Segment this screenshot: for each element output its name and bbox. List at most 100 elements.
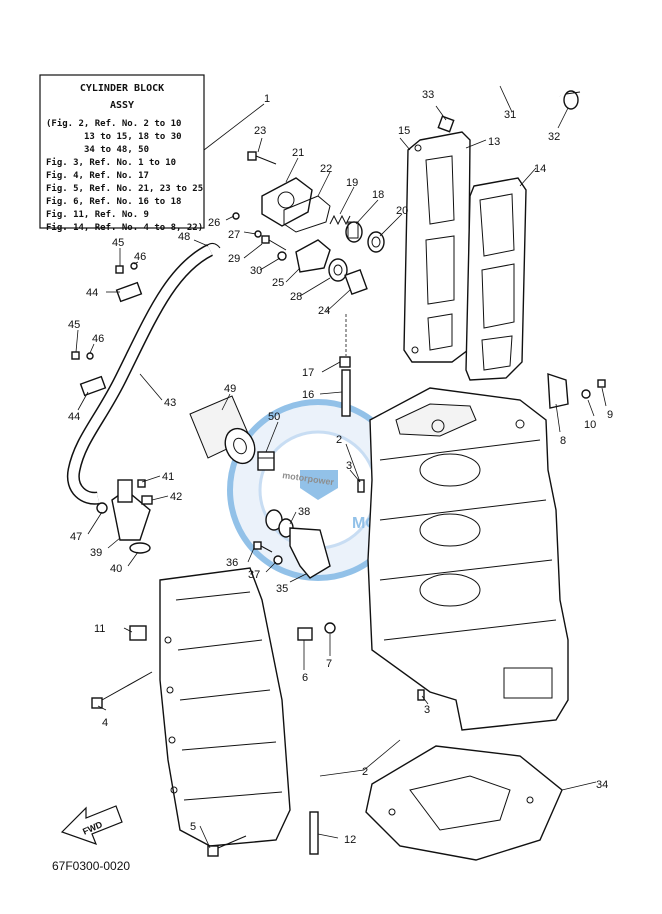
callout-9[interactable]: 9 xyxy=(607,409,613,421)
oil-filter-49[interactable] xyxy=(189,395,260,468)
tube-16[interactable] xyxy=(341,369,351,417)
callout-5[interactable]: 5 xyxy=(190,821,196,833)
bolt-45-lower[interactable] xyxy=(71,351,80,360)
screws-26-27[interactable] xyxy=(232,212,262,238)
callout-32[interactable]: 32 xyxy=(548,131,560,143)
clip-47[interactable] xyxy=(96,502,108,514)
nut-42[interactable] xyxy=(141,495,153,505)
callout-49[interactable]: 49 xyxy=(224,383,236,395)
callout-31[interactable]: 31 xyxy=(504,109,516,121)
callout-48[interactable]: 48 xyxy=(178,231,190,243)
callout-33[interactable]: 33 xyxy=(422,89,434,101)
bolt-45-upper[interactable] xyxy=(115,265,124,274)
callout-44[interactable]: 44 xyxy=(68,411,80,423)
washer-7[interactable] xyxy=(324,622,336,634)
callout-22[interactable]: 22 xyxy=(320,163,332,175)
thermostat-18[interactable] xyxy=(345,221,363,243)
callout-2[interactable]: 2 xyxy=(362,766,368,778)
bracket-35[interactable] xyxy=(289,527,331,579)
callout-28[interactable]: 28 xyxy=(290,291,302,303)
callout-12[interactable]: 12 xyxy=(344,834,356,846)
hose-31[interactable] xyxy=(447,60,563,116)
callout-17[interactable]: 17 xyxy=(302,367,314,379)
washer-10[interactable] xyxy=(581,389,591,399)
callout-47[interactable]: 47 xyxy=(70,531,82,543)
callout-3[interactable]: 3 xyxy=(346,460,352,472)
seal-20[interactable] xyxy=(367,231,385,253)
callout-34[interactable]: 34 xyxy=(596,779,608,791)
callout-43[interactable]: 43 xyxy=(164,397,176,409)
dowel-pin-3-lower[interactable] xyxy=(417,689,425,701)
callout-4[interactable]: 4 xyxy=(102,717,108,729)
seal-38[interactable] xyxy=(265,509,294,538)
callout-15[interactable]: 15 xyxy=(398,125,410,137)
clamp-32[interactable] xyxy=(563,90,581,110)
washer-46-upper[interactable] xyxy=(130,262,138,270)
callout-35[interactable]: 35 xyxy=(276,583,288,595)
gasket-40[interactable] xyxy=(129,542,151,554)
callout-6[interactable]: 6 xyxy=(302,672,308,684)
callout-40[interactable]: 40 xyxy=(110,563,122,575)
crankcase-2[interactable] xyxy=(159,567,291,847)
oil-pipe-39[interactable] xyxy=(111,479,151,541)
callout-11[interactable]: 11 xyxy=(94,623,105,635)
callout-1[interactable]: 1 xyxy=(264,93,270,105)
bolt-5[interactable] xyxy=(207,835,247,857)
exhaust-cover-13[interactable] xyxy=(403,131,471,363)
callout-20[interactable]: 20 xyxy=(396,205,408,217)
callout-3[interactable]: 3 xyxy=(424,704,430,716)
callout-7[interactable]: 7 xyxy=(326,658,332,670)
callout-50[interactable]: 50 xyxy=(268,411,280,423)
callout-24[interactable]: 24 xyxy=(318,305,330,317)
housing-25[interactable] xyxy=(295,239,331,273)
callout-8[interactable]: 8 xyxy=(560,435,566,447)
callout-29[interactable]: 29 xyxy=(228,253,240,265)
callout-45[interactable]: 45 xyxy=(112,237,124,249)
hose-43[interactable] xyxy=(66,244,214,505)
bolt-4[interactable] xyxy=(91,671,153,709)
thermostat-cover-21[interactable] xyxy=(261,177,313,227)
cylinder-block-1[interactable] xyxy=(367,387,569,731)
callout-27[interactable]: 27 xyxy=(228,229,240,241)
bolt-23[interactable] xyxy=(247,151,277,165)
callout-36[interactable]: 36 xyxy=(226,557,238,569)
washer-46-lower[interactable] xyxy=(86,352,94,360)
bolt-41[interactable] xyxy=(137,479,146,488)
callout-37[interactable]: 37 xyxy=(248,569,260,581)
stud-12[interactable] xyxy=(309,811,319,855)
callout-16[interactable]: 16 xyxy=(302,389,314,401)
callout-26[interactable]: 26 xyxy=(208,217,220,229)
bolt-29[interactable] xyxy=(261,235,287,251)
clip-48[interactable] xyxy=(205,242,221,249)
dowel-pin-3-upper[interactable] xyxy=(357,479,365,493)
callout-10[interactable]: 10 xyxy=(584,419,596,431)
union-50[interactable] xyxy=(257,451,275,471)
callout-19[interactable]: 19 xyxy=(346,177,358,189)
seal-28[interactable] xyxy=(328,258,348,282)
bolt-36[interactable] xyxy=(253,541,273,553)
clamp-44-lower[interactable] xyxy=(79,375,107,397)
nipple-17[interactable] xyxy=(339,356,351,368)
fitting-33[interactable] xyxy=(437,115,455,133)
callout-14[interactable]: 14 xyxy=(534,163,546,175)
spring-19[interactable] xyxy=(329,214,351,226)
callout-45[interactable]: 45 xyxy=(68,319,80,331)
bracket-8[interactable] xyxy=(547,373,569,409)
gasket-34[interactable] xyxy=(365,745,563,861)
bolt-9[interactable] xyxy=(597,379,606,388)
callout-46[interactable]: 46 xyxy=(134,251,146,263)
plug-6[interactable] xyxy=(297,627,313,641)
callout-13[interactable]: 13 xyxy=(488,136,500,148)
callout-18[interactable]: 18 xyxy=(372,189,384,201)
callout-46[interactable]: 46 xyxy=(92,333,104,345)
callout-30[interactable]: 30 xyxy=(250,265,262,277)
callout-44[interactable]: 44 xyxy=(86,287,98,299)
gasket-14[interactable] xyxy=(465,177,527,381)
valve-24[interactable] xyxy=(344,268,368,296)
callout-39[interactable]: 39 xyxy=(90,547,102,559)
plug-11[interactable] xyxy=(129,625,147,641)
callout-2[interactable]: 2 xyxy=(336,434,342,446)
callout-21[interactable]: 21 xyxy=(292,147,304,159)
callout-42[interactable]: 42 xyxy=(170,491,182,503)
callout-38[interactable]: 38 xyxy=(298,506,310,518)
